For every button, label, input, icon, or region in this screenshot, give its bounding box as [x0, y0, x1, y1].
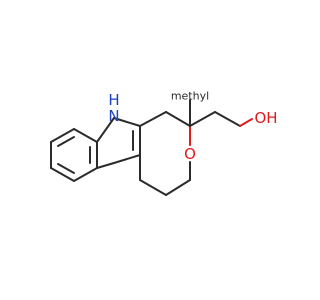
oh-bond [239, 118, 253, 127]
ring-oxygen-label: O [184, 145, 196, 163]
bond [113, 117, 141, 127]
molecule-structure: H N methyl OH O [50, 90, 278, 196]
oh-label: OH [254, 109, 277, 127]
ch2-bond [189, 111, 216, 127]
bond [73, 128, 98, 143]
bond [113, 154, 141, 164]
bond [50, 128, 75, 143]
substituents [189, 99, 253, 127]
nh-n-label: N [108, 107, 119, 125]
double-bond [57, 163, 75, 174]
bond [96, 162, 115, 169]
ch2-bond [214, 111, 241, 127]
pyrrole-ring [96, 117, 141, 169]
bond [73, 167, 98, 182]
atom-labels: H N methyl OH O [108, 90, 277, 164]
bond [139, 111, 167, 127]
pyran-ring [139, 111, 191, 196]
bond [96, 117, 115, 143]
nh-h-label: H [108, 91, 119, 109]
double-bond [57, 136, 75, 147]
bond [165, 111, 191, 127]
bond [165, 179, 191, 196]
benzene-ring [50, 128, 98, 182]
bond [50, 167, 75, 182]
bond [139, 179, 167, 196]
methyl-label: methyl [171, 90, 209, 103]
